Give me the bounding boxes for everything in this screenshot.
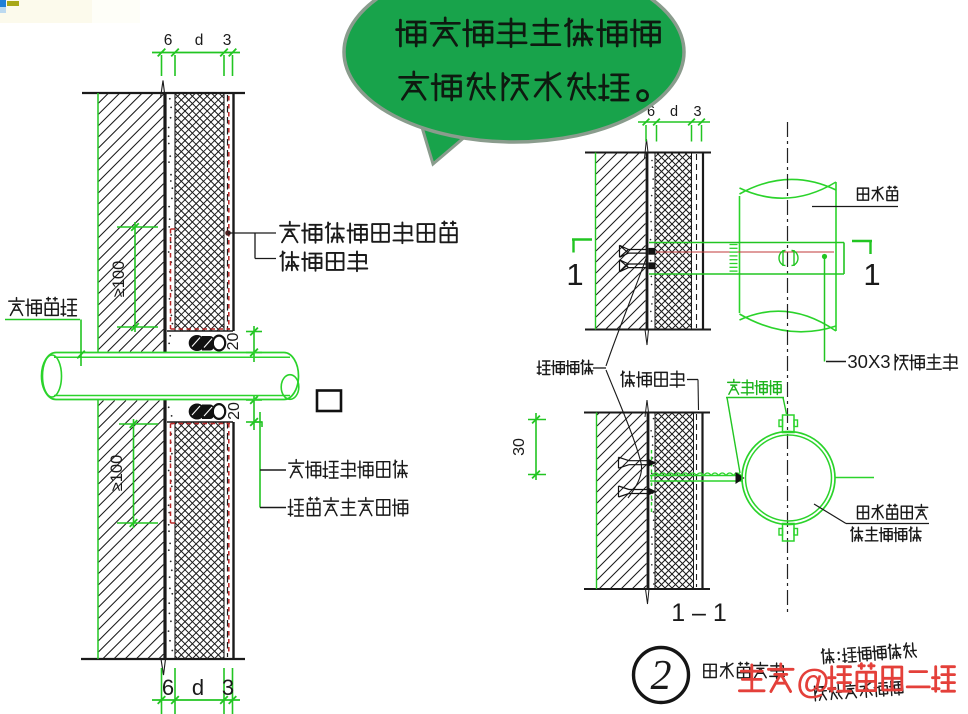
svg-text:1: 1 xyxy=(566,257,583,292)
svg-text:d: d xyxy=(670,104,678,120)
svg-text:30X3: 30X3 xyxy=(847,351,890,372)
svg-text:≥100: ≥100 xyxy=(110,261,128,298)
svg-text:3: 3 xyxy=(222,675,234,700)
svg-text:20: 20 xyxy=(226,402,243,420)
svg-text:3: 3 xyxy=(223,32,232,49)
svg-text:1 – 1: 1 – 1 xyxy=(671,599,727,627)
svg-text:2: 2 xyxy=(651,653,672,699)
svg-text:6: 6 xyxy=(162,675,174,700)
svg-text:d: d xyxy=(192,675,204,700)
svg-text:20: 20 xyxy=(225,333,242,351)
svg-text:6: 6 xyxy=(647,104,655,120)
svg-text:30: 30 xyxy=(511,438,528,456)
svg-text:d: d xyxy=(195,32,204,49)
svg-text:3: 3 xyxy=(693,104,701,120)
svg-text:1: 1 xyxy=(863,257,880,292)
svg-text:6: 6 xyxy=(164,32,173,49)
svg-text:@: @ xyxy=(796,663,829,701)
svg-text:≥100: ≥100 xyxy=(108,455,126,492)
